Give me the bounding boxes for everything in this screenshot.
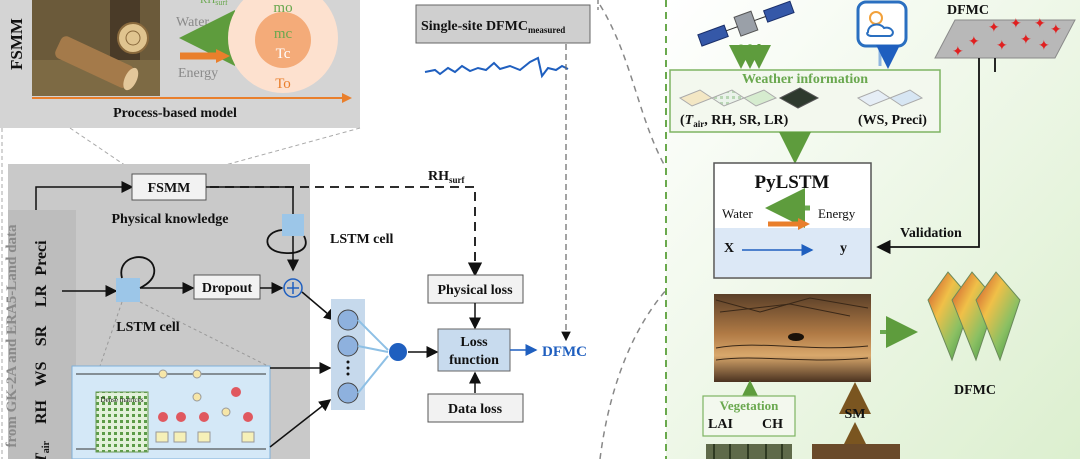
fsmm-water-label: Water bbox=[176, 15, 209, 30]
dfmc-map-label: DFMC bbox=[954, 383, 996, 398]
data-loss-box bbox=[427, 393, 524, 423]
loss-function-box bbox=[437, 328, 511, 372]
output-dfmc: DFMC bbox=[542, 344, 587, 360]
weather-info-label: Weather information bbox=[742, 72, 868, 87]
satellite-icon bbox=[697, 0, 795, 47]
lstm-cell-bottom-label: LSTM cell bbox=[116, 320, 179, 335]
circle-tc: Tc bbox=[276, 46, 291, 62]
dropout-box bbox=[193, 274, 261, 300]
data-source-label: from GK-2A and ERA5-Land data bbox=[4, 224, 20, 448]
svg-text:✦: ✦ bbox=[988, 20, 1000, 36]
input-lr: LR bbox=[33, 284, 50, 307]
vegetation-lai: LAI bbox=[708, 417, 733, 432]
vegetation-label: Vegetation bbox=[720, 398, 780, 413]
svg-text:✦: ✦ bbox=[1050, 22, 1062, 38]
pylstm-x: X bbox=[724, 241, 734, 256]
svg-text:✦: ✦ bbox=[968, 34, 980, 50]
input-tair: Tair bbox=[33, 440, 52, 459]
circle-mc: mc bbox=[274, 26, 293, 42]
weather-grids-left bbox=[678, 87, 820, 109]
physical-knowledge-label: Physical knowledge bbox=[111, 212, 228, 227]
svg-text:✦: ✦ bbox=[1034, 16, 1046, 32]
fsmm-energy-label: Energy bbox=[178, 66, 218, 81]
measured-label: Single-site DFMCmeasured bbox=[421, 19, 565, 35]
svg-text:✦: ✦ bbox=[996, 38, 1008, 54]
sm-label: SM bbox=[845, 407, 866, 422]
fsmm-side-label: FSMM bbox=[7, 18, 26, 70]
dropout-label: Dropout bbox=[202, 281, 253, 296]
input-preci: Preci bbox=[33, 240, 50, 276]
validation-arrow bbox=[876, 58, 980, 255]
svg-text:✦: ✦ bbox=[1010, 16, 1022, 32]
weather-left-vars: (Tair, RH, SR, LR) bbox=[680, 113, 789, 129]
measured-box bbox=[415, 4, 591, 44]
dense-matrices-label: Dense matrices bbox=[101, 396, 144, 404]
pylstm-y: y bbox=[840, 241, 847, 256]
vegetation-ch: CH bbox=[762, 417, 783, 432]
vegetation-box bbox=[702, 395, 796, 437]
station-stars: ✦ ✦ ✦ ✦ ✦ ✦ ✦ ✦ ✦ bbox=[952, 16, 1062, 60]
fsmm-box-label: FSMM bbox=[148, 181, 191, 196]
output-node bbox=[389, 343, 407, 361]
physical-loss-label: Physical loss bbox=[437, 283, 513, 298]
rh-surf-label: RHsurf bbox=[428, 169, 466, 185]
input-sr: SR bbox=[33, 325, 50, 346]
dfmc-top-label: DFMC bbox=[947, 3, 989, 18]
data-loss-label: Data loss bbox=[448, 402, 503, 417]
circle-mo: mo bbox=[273, 0, 292, 16]
loss-function-line2: function bbox=[449, 353, 499, 368]
fsmm-panel: FSMM RHsurf Water Energy mo mc Tc To Pro… bbox=[0, 0, 360, 128]
svg-text:✦: ✦ bbox=[952, 44, 964, 60]
log-photo-log bbox=[55, 36, 139, 91]
measured-series bbox=[424, 56, 569, 79]
lstm-cell-top-label: LSTM cell bbox=[330, 232, 393, 247]
soil-photo bbox=[812, 444, 900, 459]
svg-text:✦: ✦ bbox=[1020, 32, 1032, 48]
svg-text:✦: ✦ bbox=[1038, 38, 1050, 54]
lstm-gates bbox=[155, 369, 255, 443]
model-panel: from GK-2A and ERA5-Land data Preci LR S… bbox=[4, 164, 393, 459]
fsmm-caption: Process-based model bbox=[113, 106, 237, 121]
pylstm-energy: Energy bbox=[818, 206, 856, 221]
input-rh: RH bbox=[33, 399, 50, 424]
add-operator bbox=[283, 278, 303, 298]
rh-surf-partial-label: RHsurf bbox=[200, 0, 228, 7]
validation-label: Validation bbox=[900, 226, 962, 241]
weather-grids-right bbox=[856, 89, 924, 107]
lstm-cell-bottom bbox=[116, 278, 140, 302]
dense-matrices bbox=[95, 391, 149, 453]
lstm-cell-top bbox=[282, 214, 304, 236]
circle-to: To bbox=[275, 76, 291, 92]
input-ws: WS bbox=[33, 361, 50, 386]
pylstm-panel: DFMC ✦ ✦ ✦ ✦ ✦ ✦ ✦ ✦ ✦ Validation Weathe… bbox=[665, 0, 1080, 459]
rh-surf-path bbox=[210, 186, 483, 277]
fsmm-inner-circle bbox=[255, 12, 311, 68]
dfmc-maps bbox=[927, 271, 1021, 362]
pylstm-title: PyLSTM bbox=[755, 172, 830, 193]
weather-icon bbox=[856, 0, 908, 48]
weather-right-vars: (WS, Preci) bbox=[858, 113, 927, 128]
fsmm-box bbox=[131, 173, 207, 201]
loss-function-line1: Loss bbox=[460, 335, 488, 350]
pylstm-water: Water bbox=[722, 206, 753, 221]
log-photo-rings bbox=[117, 22, 149, 54]
dfmc-station-map bbox=[934, 19, 1076, 59]
